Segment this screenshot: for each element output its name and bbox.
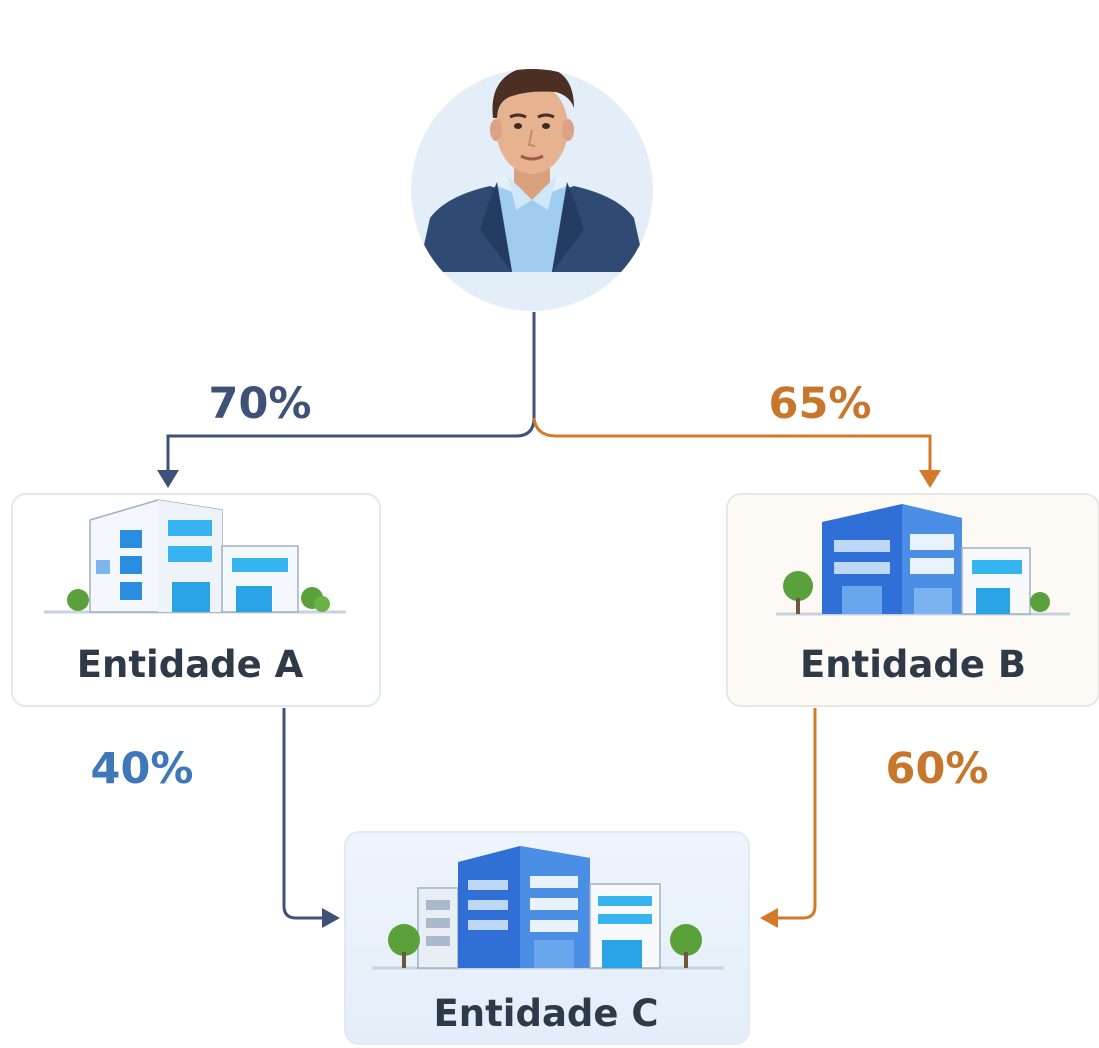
edge-label-owner-to-b: 65% (769, 379, 872, 429)
entity-b-box: Entidade B (726, 493, 1099, 707)
entity-b-label: Entidade B (800, 643, 1026, 686)
entity-c-label: Entidade C (433, 992, 658, 1035)
edge-label-a-to-c: 40% (91, 744, 194, 794)
edge-b-to-c (760, 708, 817, 928)
owner-avatar (411, 69, 653, 311)
arrowhead-icon (157, 470, 179, 488)
edge-owner-to-b (532, 417, 941, 488)
edge-label-b-to-c: 60% (886, 744, 989, 794)
entity-a-box: Entidade A (11, 493, 381, 707)
entity-a-label: Entidade A (77, 643, 304, 686)
arrowhead-icon (919, 470, 941, 488)
office-building-icon (776, 504, 1070, 616)
entity-c-box: Entidade C (344, 831, 750, 1045)
edge-label-owner-to-a: 70% (209, 379, 312, 429)
office-building-icon (44, 499, 346, 614)
office-building-icon (372, 846, 724, 970)
arrowhead-icon (322, 908, 340, 928)
edge-a-to-c (282, 708, 340, 928)
arrowhead-icon (760, 908, 778, 928)
